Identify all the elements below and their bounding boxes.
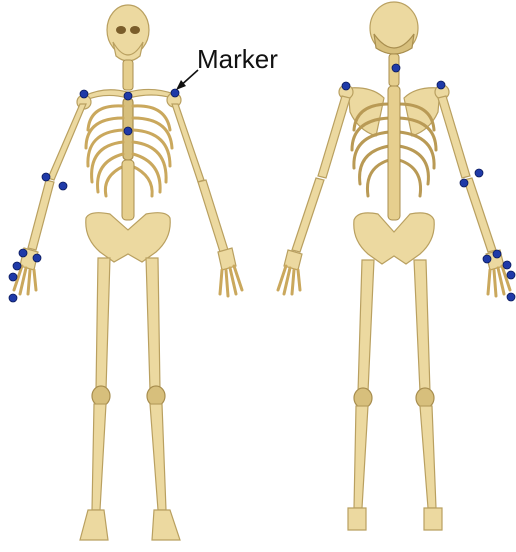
back-tibia-left [354,406,368,508]
marker-dot [171,89,179,97]
back-forearm-right [464,178,496,252]
marker-dot [503,261,511,269]
marker-dot [493,250,501,258]
front-humerus-left [48,104,86,180]
marker-dot [483,255,491,263]
front-forearm-right [198,180,228,252]
marker-dot [19,249,27,257]
front-hand-right [218,248,242,296]
front-humerus-right [172,104,204,182]
back-spine [388,86,400,220]
marker-dot [13,262,21,270]
back-pelvis [354,213,434,264]
back-skeleton [278,2,510,530]
front-eye-socket-right [130,26,140,34]
back-heel-left [348,508,366,530]
marker-dot [9,294,17,302]
front-femur-left [96,258,110,390]
back-femur-right [414,260,430,392]
front-lumbar-spine [122,160,134,220]
marker-dot [124,127,132,135]
front-tibia-left [92,404,106,510]
marker-dot [507,293,515,301]
back-hand-left [278,250,302,294]
marker-dot [475,169,483,177]
marker-dot [437,81,445,89]
marker-dot [33,254,41,262]
back-tibia-right [420,406,436,508]
back-humerus-right [438,96,470,178]
back-femur-left [358,260,374,392]
marker-annotation: Marker [176,44,278,90]
back-heel-right [424,508,442,530]
front-foot-left [80,510,108,540]
front-knee-right [147,386,165,406]
marker-dot [342,82,350,90]
front-forearm-left [28,180,54,250]
marker-dot [460,179,468,187]
front-tibia-right [150,404,166,510]
front-skeleton [14,5,242,540]
marker-dot [124,92,132,100]
marker-dot [392,64,400,72]
marker-dot [80,90,88,98]
back-humerus-left [318,96,350,178]
front-foot-right [152,510,180,540]
marker-dot [9,273,17,281]
front-femur-right [146,258,160,390]
marker-dot [507,271,515,279]
front-knee-left [92,386,110,406]
front-eye-socket-left [116,26,126,34]
back-knee-left [354,388,372,408]
marker-dot [59,182,67,190]
marker-label: Marker [197,44,278,74]
back-knee-right [416,388,434,408]
marker-dot [42,173,50,181]
front-skull [107,5,149,55]
back-forearm-left [292,178,324,252]
front-neck [123,60,133,90]
